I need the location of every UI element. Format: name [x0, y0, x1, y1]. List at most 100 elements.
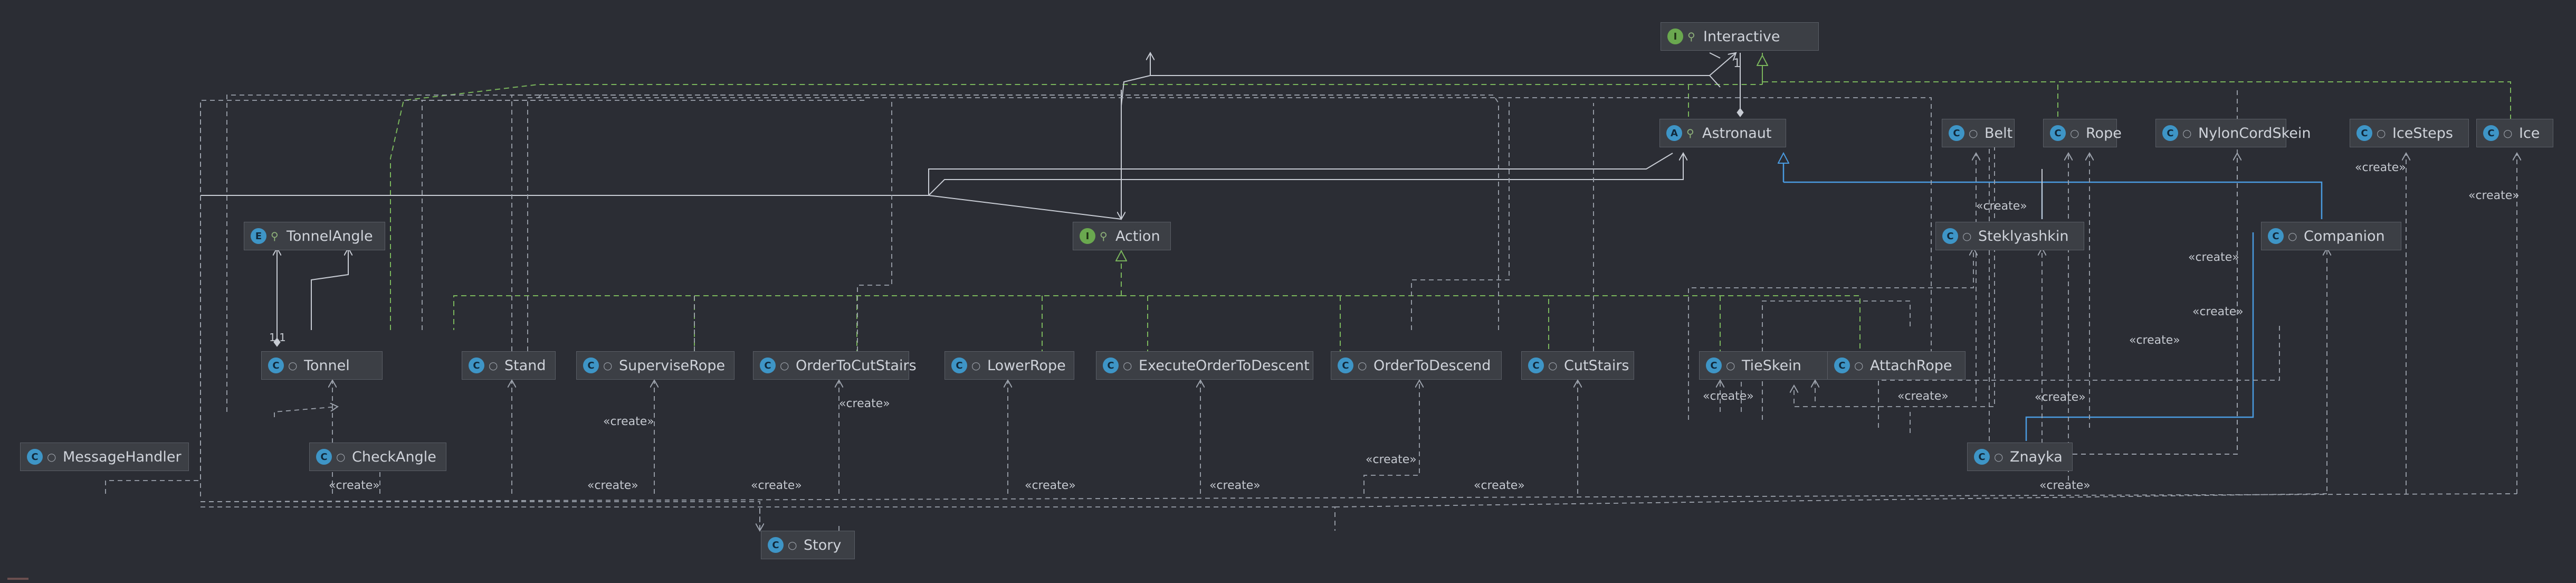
class-badge-icon: C — [1834, 358, 1850, 373]
class-badge-icon: C — [1942, 228, 1958, 244]
class-node-nyloncordskein[interactable]: C○NylonCordSkein — [2155, 119, 2311, 147]
class-node-ordertocutstairs[interactable]: C○OrderToCutStairs — [753, 351, 917, 380]
class-badge-icon: C — [1338, 358, 1353, 373]
create-stereotype-label: «create» — [751, 479, 802, 492]
class-node-steklyashkin[interactable]: C○Steklyashkin — [1935, 222, 2084, 250]
corner-mark — [7, 578, 28, 580]
class-node-executeordertodescent[interactable]: C ○ ExecuteOrderToDescent — [1096, 351, 1313, 380]
enum-badge-icon: E — [251, 228, 266, 244]
edge-dependency — [200, 92, 544, 496]
class-node-rope[interactable]: C○Rope — [2043, 119, 2122, 147]
class-node-cutstairs[interactable]: C○CutStairs — [1521, 351, 1634, 380]
class-node-checkangle[interactable]: C ○ CheckAngle — [309, 443, 446, 471]
class-name: Interactive — [1703, 28, 1780, 45]
class-node-story[interactable]: C○Story — [761, 531, 855, 559]
create-stereotype-label: «create» — [2129, 334, 2180, 347]
class-name: SuperviseRope — [619, 357, 726, 374]
class-name: TonnelAngle — [287, 228, 373, 245]
edge-dependency — [511, 95, 1499, 351]
edge-association — [928, 195, 1122, 220]
class-badge-icon: C — [2483, 125, 2499, 141]
class-node-tieskein[interactable]: C ○ TieSkein — [1699, 351, 1829, 380]
class-name: Belt — [1985, 125, 2013, 142]
class-node-companion[interactable]: C○Companion — [2261, 222, 2401, 250]
class-badge-icon: C — [1103, 358, 1119, 373]
class-name: Znayka — [2010, 448, 2063, 465]
edge-dependency — [1688, 248, 1973, 420]
package-visibility-icon: ○ — [780, 359, 789, 372]
edge-implements — [1549, 295, 1861, 351]
package-visibility-icon: ○ — [288, 359, 298, 372]
class-badge-icon: C — [768, 537, 784, 553]
create-stereotype-label: «create» — [329, 479, 380, 492]
edge-dependency — [274, 407, 338, 417]
interface-badge-icon: I — [1667, 29, 1683, 44]
class-badge-icon: C — [2050, 125, 2066, 141]
multiplicity-label: 1 — [1733, 57, 1741, 70]
class-badge-icon: C — [583, 358, 599, 373]
class-node-messagehandler[interactable]: C○MessageHandler — [20, 443, 189, 471]
package-visibility-icon: ○ — [2070, 127, 2079, 139]
edge-dependency — [857, 100, 892, 351]
class-node-icesteps[interactable]: C○IceSteps — [2350, 119, 2469, 147]
edge-association — [1709, 53, 1736, 76]
class-node-interactive[interactable]: I⚲Interactive — [1661, 22, 1819, 51]
class-node-attachrope[interactable]: C○AttachRope — [1827, 351, 1966, 380]
create-stereotype-label: «create» — [2355, 161, 2406, 174]
class-name: Companion — [2304, 228, 2385, 245]
class-name: NylonCordSkein — [2198, 125, 2311, 142]
edge-dependency — [105, 100, 201, 494]
class-name: OrderToCutStairs — [796, 357, 917, 374]
package-visibility-icon: ○ — [2182, 127, 2192, 139]
package-visibility-icon: ○ — [1726, 359, 1735, 372]
class-name: IceSteps — [2392, 125, 2453, 142]
package-visibility-icon: ○ — [603, 359, 613, 372]
class-node-astronaut[interactable]: A⚲Astronaut — [1659, 119, 1786, 147]
class-badge-icon: C — [1974, 449, 1990, 465]
package-visibility-icon: ○ — [336, 450, 346, 463]
class-node-belt[interactable]: C○Belt — [1942, 119, 2015, 147]
class-node-action[interactable]: I ⚲ Action — [1073, 222, 1171, 250]
create-stereotype-label: «create» — [839, 397, 890, 410]
edge-dependency — [2005, 87, 2238, 455]
edge-implements — [1762, 55, 2511, 123]
class-name: MessageHandler — [63, 448, 182, 465]
class-name: AttachRope — [1870, 357, 1952, 374]
lock-icon: ⚲ — [1100, 230, 1108, 242]
package-visibility-icon: ○ — [788, 539, 797, 551]
interface-badge-icon: I — [1080, 228, 1095, 244]
package-visibility-icon: ○ — [1123, 359, 1132, 372]
create-stereotype-label: «create» — [1976, 200, 2027, 213]
create-stereotype-label: «create» — [1703, 390, 1754, 403]
edge-association — [928, 153, 1673, 195]
class-node-znayka[interactable]: C○Znayka — [1967, 443, 2073, 471]
class-name: Action — [1115, 228, 1160, 245]
edge-dependency — [201, 506, 1335, 531]
class-node-ordertodescend[interactable]: C○OrderToDescend — [1331, 351, 1502, 380]
edge-association — [201, 153, 1683, 196]
create-stereotype-label: «create» — [587, 479, 638, 492]
class-name: CheckAngle — [352, 448, 436, 465]
class-badge-icon: C — [316, 449, 332, 465]
class-badge-icon: C — [1706, 358, 1722, 373]
class-node-lowerrope[interactable]: C○LowerRope — [944, 351, 1074, 380]
class-badge-icon: C — [1949, 125, 1964, 141]
package-visibility-icon: ○ — [2377, 127, 2386, 139]
class-name: LowerRope — [987, 357, 1066, 374]
class-node-superviserope[interactable]: C ○ SuperviseRope — [576, 351, 734, 380]
class-node-tonnelangle[interactable]: E⚲TonnelAngle — [244, 222, 385, 250]
edge-dependency — [226, 95, 1419, 412]
class-name: Tonnel — [304, 357, 350, 374]
class-badge-icon: C — [27, 449, 43, 465]
class-node-ice[interactable]: C○Ice — [2476, 119, 2553, 147]
edge-implements — [390, 84, 1762, 330]
package-visibility-icon: ○ — [2288, 230, 2297, 242]
class-node-stand[interactable]: C○Stand — [462, 351, 556, 380]
class-name: TieSkein — [1742, 357, 1801, 374]
class-name: ExecuteOrderToDescent — [1139, 357, 1310, 374]
create-stereotype-label: «create» — [1025, 479, 1076, 492]
package-visibility-icon: ○ — [489, 359, 498, 372]
class-node-tonnel[interactable]: C○Tonnel — [261, 351, 383, 380]
class-name: OrderToDescend — [1373, 357, 1491, 374]
